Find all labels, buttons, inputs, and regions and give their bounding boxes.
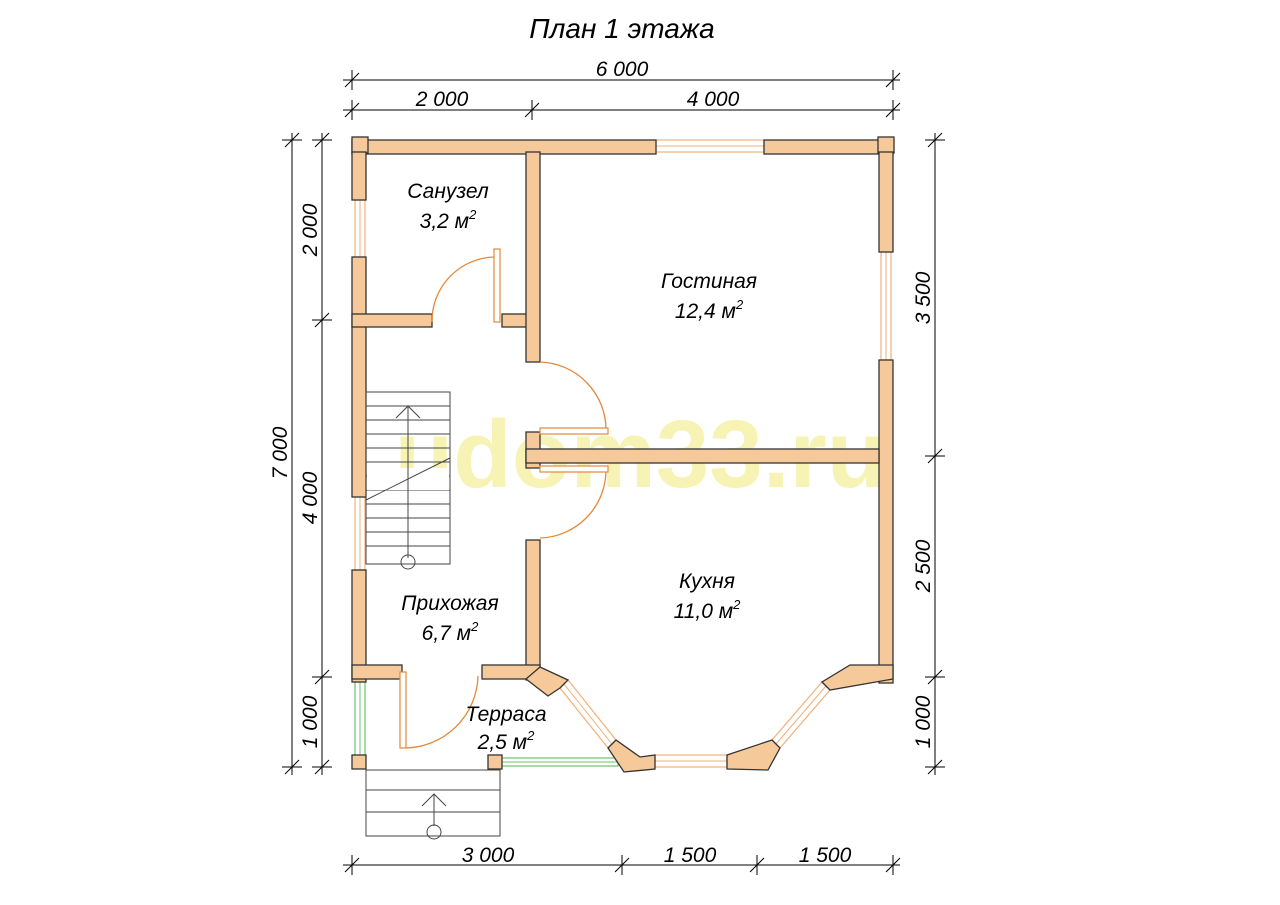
room-name: Кухня	[679, 570, 735, 593]
room-area: 12,4 м2	[675, 297, 744, 323]
doors	[399, 248, 609, 749]
room-bathroom: Санузел 3,2 м2	[407, 180, 489, 233]
dim-left-top: 2 000	[299, 203, 322, 257]
walls	[351, 136, 895, 773]
dim-left-mid: 4 000	[299, 471, 322, 524]
dimension-lines	[282, 70, 945, 875]
dim-bottom-right: 1 500	[799, 844, 852, 867]
dim-right-top: 3 500	[912, 271, 935, 324]
room-area: 11,0 м2	[674, 597, 742, 623]
room-name: Прихожая	[401, 592, 498, 615]
room-kitchen: Кухня 11,0 м2	[674, 570, 742, 623]
room-name: Терраса	[465, 703, 546, 726]
dim-top-total: 6 000	[596, 58, 649, 81]
room-name: Санузел	[407, 180, 489, 203]
room-living: Гостиная 12,4 м2	[661, 270, 757, 323]
plan-title: План 1 этажа	[529, 13, 714, 44]
dim-left-bottom: 1 000	[299, 695, 322, 748]
room-name: Гостиная	[661, 270, 757, 293]
dim-top-right: 4 000	[687, 88, 740, 111]
interior-stairs	[365, 391, 451, 570]
entry-steps	[365, 769, 501, 840]
dim-top-left: 2 000	[415, 88, 469, 111]
windows	[354, 139, 892, 768]
dim-right-mid: 2 500	[912, 539, 935, 593]
dim-left-total: 7 000	[269, 426, 292, 479]
dim-bottom-mid: 1 500	[664, 844, 717, 867]
dim-bottom-left: 3 000	[462, 844, 515, 867]
room-area: 3,2 м2	[420, 207, 477, 233]
dim-right-bottom: 1 000	[912, 695, 935, 748]
room-area: 2,5 м2	[477, 728, 535, 754]
room-area: 6,7 м2	[422, 619, 479, 645]
room-hallway: Прихожая 6,7 м2	[401, 592, 498, 645]
room-terrace: Терраса 2,5 м2	[465, 703, 546, 754]
